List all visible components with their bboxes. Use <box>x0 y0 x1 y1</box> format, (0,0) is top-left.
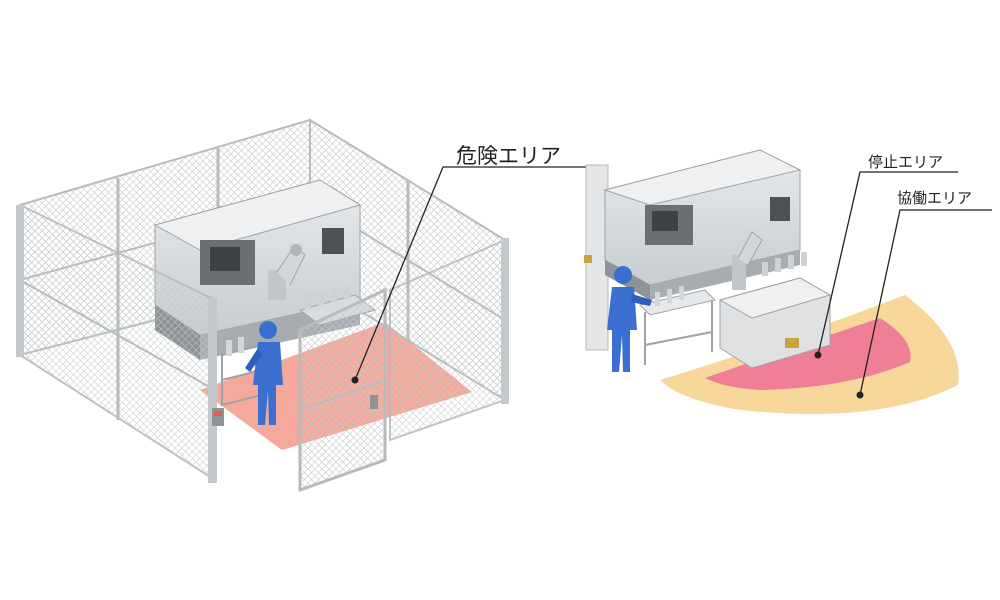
stop-zone <box>705 318 911 390</box>
danger-area-label: 危険エリア <box>456 144 561 168</box>
laser-scanner-icon <box>785 338 799 348</box>
danger-area-leader-line <box>354 166 595 381</box>
robot-arm-icon <box>718 231 832 369</box>
front-fence <box>16 203 217 483</box>
person-icon <box>245 321 283 425</box>
cnc-machine-icon <box>603 149 802 300</box>
cooperation-area-leader-line <box>859 209 992 396</box>
stop-area-leader-line <box>817 171 958 356</box>
safety-switch <box>212 408 224 426</box>
stop-area-label: 停止エリア <box>868 153 944 171</box>
person-icon <box>607 266 652 372</box>
cart <box>639 286 716 365</box>
open-gate <box>298 287 387 493</box>
fenced-robot-cell <box>16 118 509 493</box>
right-fence <box>389 238 509 442</box>
robot-arm-icon <box>268 244 306 300</box>
cooperation-area-label: 協働エリア <box>897 189 973 207</box>
fenceless-robot-cell <box>584 149 959 415</box>
